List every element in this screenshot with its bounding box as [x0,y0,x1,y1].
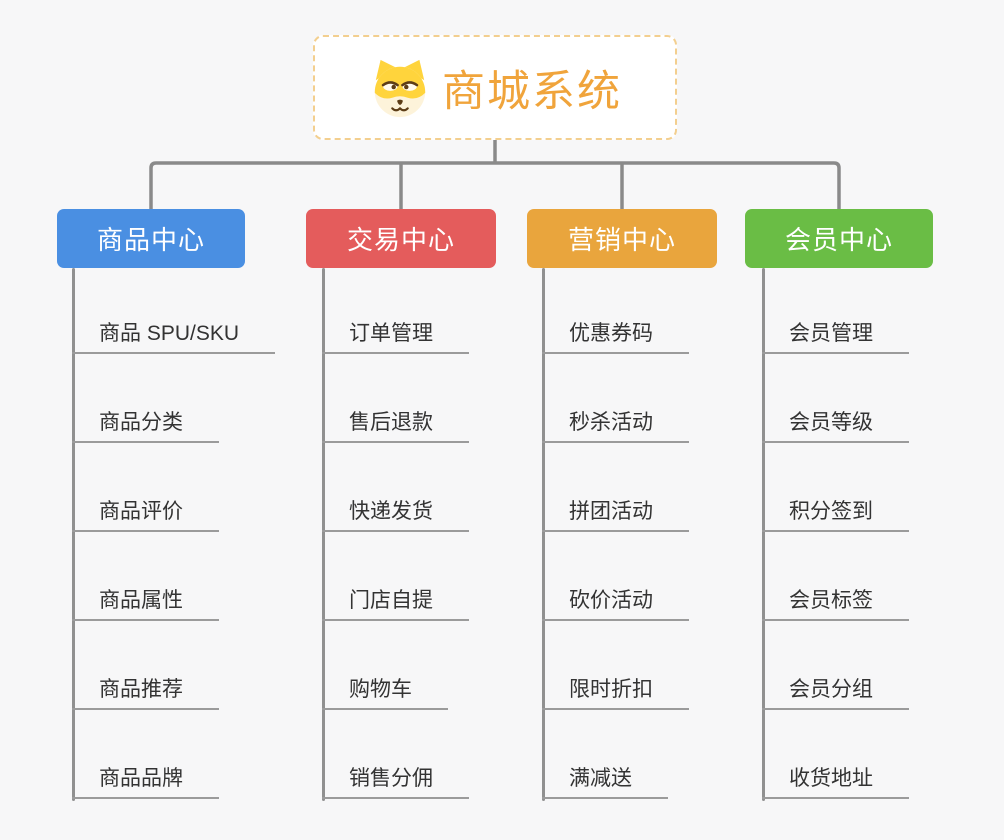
root-node[interactable]: 商城系统 [313,35,677,140]
leaf-node[interactable]: 商品分类 [72,412,219,443]
leaf-node[interactable]: 快递发货 [322,501,469,532]
leaf-node[interactable]: 砍价活动 [542,590,689,621]
leaf-node[interactable]: 会员标签 [762,590,909,621]
leaf-node[interactable]: 拼团活动 [542,501,689,532]
leaf-node[interactable]: 优惠券码 [542,323,689,354]
leaf-node[interactable]: 收货地址 [762,768,909,799]
leaf-node[interactable]: 门店自提 [322,590,469,621]
leaf-node[interactable]: 销售分佣 [322,768,469,799]
branch-trunk-line [322,268,325,801]
leaf-node[interactable]: 会员管理 [762,323,909,354]
leaf-node[interactable]: 商品 SPU/SKU [72,323,276,354]
branch-trunk-line [762,268,765,801]
leaf-node[interactable]: 售后退款 [322,412,469,443]
leaf-node[interactable]: 满减送 [542,768,668,799]
branch-header-member-center[interactable]: 会员中心 [745,209,933,268]
branch-header-trade-center[interactable]: 交易中心 [306,209,496,268]
leaf-node[interactable]: 秒杀活动 [542,412,689,443]
leaf-node[interactable]: 商品评价 [72,501,219,532]
leaf-node[interactable]: 商品品牌 [72,768,219,799]
branch-header-product-center[interactable]: 商品中心 [57,209,245,268]
leaf-node[interactable]: 限时折扣 [542,679,689,710]
branch-header-marketing-center[interactable]: 营销中心 [527,209,717,268]
dog-icon [374,59,426,117]
root-title: 商城系统 [442,67,622,116]
leaf-node[interactable]: 购物车 [322,679,448,710]
branch-trunk-line [72,268,75,801]
leaf-node[interactable]: 会员等级 [762,412,909,443]
leaf-node[interactable]: 会员分组 [762,679,909,710]
branch-trunk-line [542,268,545,801]
leaf-node[interactable]: 积分签到 [762,501,909,532]
leaf-node[interactable]: 商品属性 [72,590,219,621]
leaf-node[interactable]: 商品推荐 [72,679,219,710]
leaf-node[interactable]: 订单管理 [322,323,469,354]
